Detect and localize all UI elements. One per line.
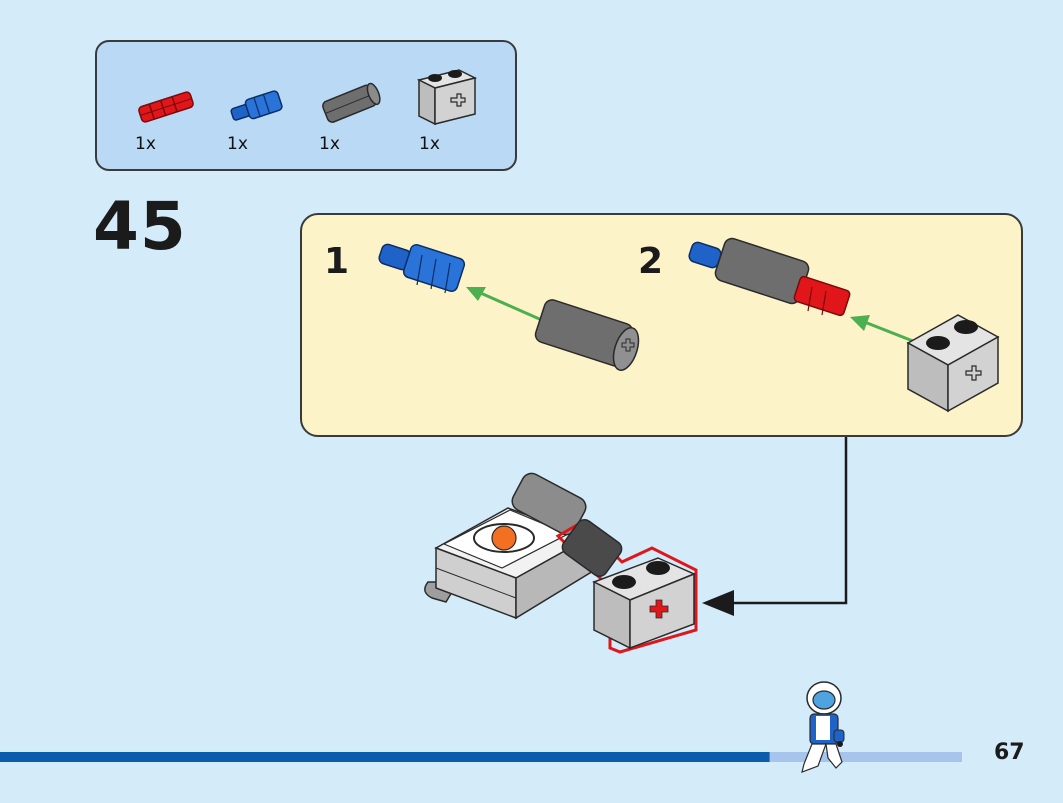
blue-pin-icon bbox=[230, 90, 283, 121]
progress-bar bbox=[0, 752, 962, 762]
red-axle-connector-icon bbox=[793, 275, 851, 317]
substep-number: 2 bbox=[638, 241, 664, 282]
substep-number: 1 bbox=[324, 241, 350, 282]
gray-axle-connector-icon bbox=[322, 82, 381, 123]
part-quantity: 1x bbox=[419, 134, 440, 154]
part-quantity: 1x bbox=[227, 134, 248, 154]
pointer-arrow-icon bbox=[702, 590, 734, 616]
green-arrow-icon bbox=[466, 287, 545, 323]
substep-1-illustration bbox=[378, 243, 640, 371]
progress-fill bbox=[0, 752, 770, 762]
substep-callout-box: 1 2 bbox=[300, 213, 1023, 437]
model-assembly-illustration bbox=[424, 472, 698, 654]
gray-technic-brick-icon bbox=[416, 69, 478, 126]
red-cross-icon bbox=[649, 599, 669, 619]
gray-technic-brick-icon bbox=[906, 314, 1000, 413]
part-quantity: 1x bbox=[135, 134, 156, 154]
part-quantity: 1x bbox=[319, 134, 340, 154]
gray-axle-connector-icon bbox=[534, 299, 640, 371]
parts-list-box: 1x 1x 1x 1x bbox=[95, 40, 517, 171]
astronaut-minifigure-icon bbox=[801, 681, 845, 773]
green-arrow-icon bbox=[850, 315, 919, 345]
red-axle-connector-icon bbox=[138, 91, 194, 123]
highlighted-new-parts bbox=[555, 518, 698, 654]
step-number: 45 bbox=[93, 188, 187, 265]
blue-pin-icon bbox=[378, 243, 466, 294]
page-number: 67 bbox=[994, 740, 1025, 765]
substep-2-illustration bbox=[688, 237, 1000, 413]
